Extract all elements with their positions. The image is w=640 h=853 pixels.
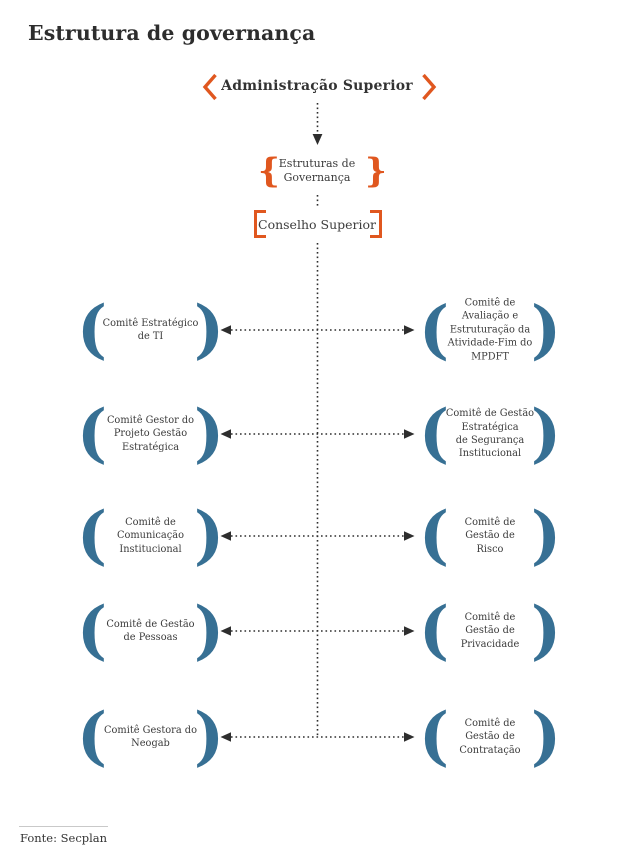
chevron-left-icon [202, 73, 217, 101]
paren-close-icon: ) [193, 498, 225, 573]
page-title: Estrutura de governança [28, 21, 316, 45]
paren-close-icon: ) [530, 699, 562, 774]
row-2-right-arrowhead-icon [404, 429, 415, 439]
row-4-right-arrowhead-icon [404, 626, 415, 636]
committee-right-5: ( Comitê de Gestão de Contratação ) [418, 699, 562, 774]
paren-open-icon: ( [418, 498, 450, 573]
committee-label: Comitê de Gestão de Contratação [459, 717, 521, 756]
committee-right-4: ( Comitê de Gestão de Privacidade ) [418, 593, 562, 668]
committee-label: Comitê Gestor do Projeto Gestão Estratég… [106, 414, 195, 453]
committee-label: Comitê de Gestão de Pessoas [106, 618, 195, 643]
committee-left-4: ( Comitê de Gestão de Pessoas ) [76, 593, 225, 668]
paren-close-icon: ) [193, 593, 225, 668]
committee-right-3: ( Comitê de Gestão de Risco ) [418, 498, 562, 573]
committee-left-5: ( Comitê Gestora do Neogab ) [76, 699, 225, 774]
committee-label: Comitê Estratégico de TI [102, 317, 199, 342]
paren-close-icon: ) [530, 498, 562, 573]
paren-open-icon: ( [76, 593, 108, 668]
row-1-left-arrowhead-icon [220, 325, 231, 335]
row-3-right-arrowhead-icon [404, 531, 415, 541]
committee-label: Comitê de Gestão de Risco [464, 516, 516, 555]
chevron-right-icon [422, 73, 437, 101]
paren-close-icon: ) [193, 292, 225, 367]
committee-label: Comitê de Gestão Estratégica de Seguranç… [445, 408, 535, 460]
paren-close-icon: ) [530, 593, 562, 668]
brace-open-icon: { [258, 151, 280, 191]
row-3-left-arrowhead-icon [220, 531, 231, 541]
paren-close-icon: ) [193, 699, 225, 774]
row-4-left-arrowhead-icon [220, 626, 231, 636]
committee-left-3: ( Comitê de Comunicação Institucional ) [76, 498, 225, 573]
paren-close-icon: ) [193, 396, 225, 471]
committee-right-1: ( Comitê de Avaliação e Estruturação da … [418, 292, 562, 367]
committee-label: Comitê de Comunicação Institucional [117, 516, 184, 555]
brace-close-icon: } [365, 151, 387, 191]
committee-label: Comitê de Avaliação e Estruturação da At… [447, 297, 533, 363]
row-2-left-arrowhead-icon [220, 429, 231, 439]
paren-open-icon: ( [418, 593, 450, 668]
paren-open-icon: ( [76, 498, 108, 573]
paren-open-icon: ( [418, 699, 450, 774]
down-arrowhead-icon [312, 134, 323, 145]
council-node-label: Conselho Superior [258, 217, 376, 232]
committee-left-1: ( Comitê Estratégico de TI ) [76, 292, 225, 367]
paren-close-icon: ) [530, 396, 562, 471]
source-label: Fonte: Secplan [20, 831, 108, 845]
top-node-label: Administração Superior [221, 78, 413, 94]
paren-close-icon: ) [530, 292, 562, 367]
committee-label: Comitê de Gestão de Privacidade [460, 611, 520, 650]
committee-left-2: ( Comitê Gestor do Projeto Gestão Estrat… [76, 396, 225, 471]
structures-node-label: Estruturas de Governança [278, 157, 356, 184]
row-1-right-arrowhead-icon [404, 325, 415, 335]
committee-right-2: ( Comitê de Gestão Estratégica de Segura… [418, 396, 562, 471]
paren-open-icon: ( [418, 396, 450, 471]
row-5-right-arrowhead-icon [404, 732, 415, 742]
paren-open-icon: ( [76, 292, 108, 367]
paren-open-icon: ( [76, 396, 108, 471]
bracket-close-icon [370, 210, 382, 238]
paren-open-icon: ( [76, 699, 108, 774]
committee-label: Comitê Gestora do Neogab [104, 724, 197, 749]
source-divider [19, 826, 108, 827]
bracket-open-icon [254, 210, 266, 238]
paren-open-icon: ( [418, 292, 450, 367]
row-5-left-arrowhead-icon [220, 732, 231, 742]
